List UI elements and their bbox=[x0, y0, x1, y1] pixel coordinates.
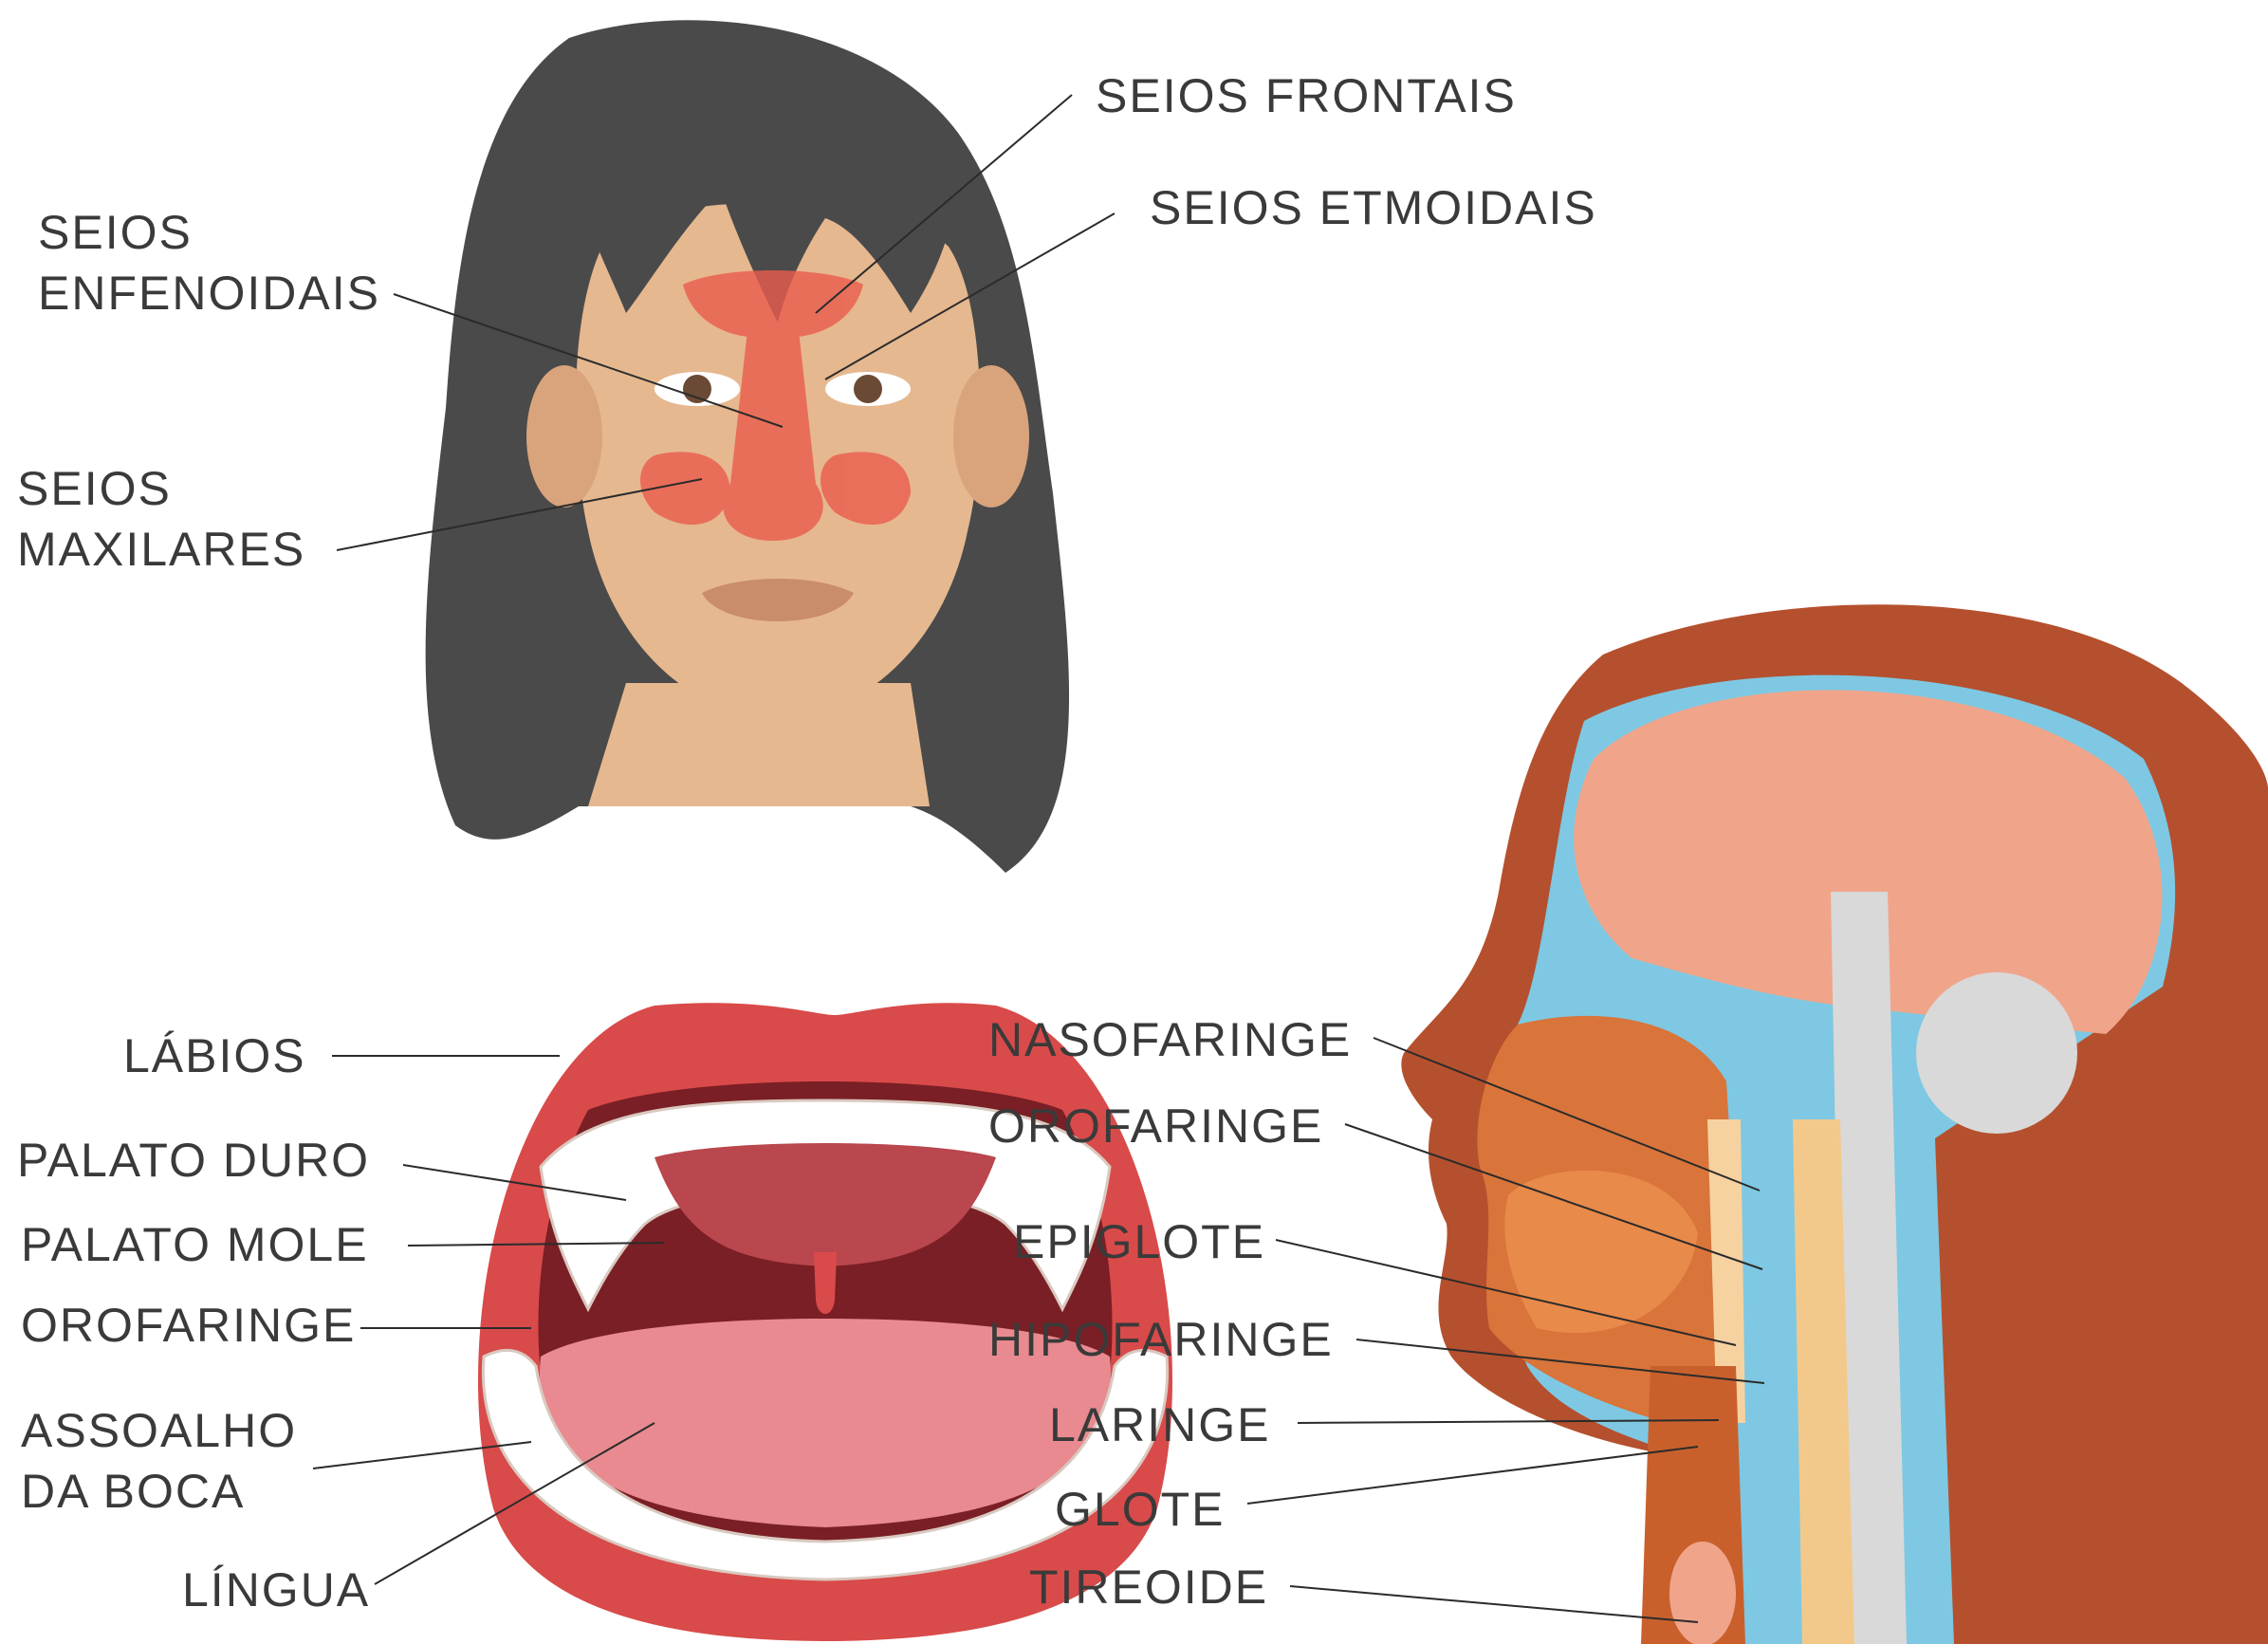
face-illustration bbox=[426, 20, 1069, 873]
thyroid bbox=[1669, 1542, 1736, 1644]
leader-thyroid bbox=[1290, 1586, 1698, 1622]
label-oropharynx-head: OROFARINGE bbox=[988, 1099, 1323, 1153]
leader-glottis bbox=[1247, 1447, 1698, 1504]
label-hard-palate: PALATO DURO bbox=[17, 1134, 370, 1187]
label-tongue: LÍNGUA bbox=[182, 1563, 370, 1616]
label-soft-palate: PALATO MOLE bbox=[21, 1218, 369, 1271]
label-nasopharynx: NASOFARINGE bbox=[988, 1013, 1352, 1066]
label-epiglottis: EPIGLOTE bbox=[1013, 1215, 1265, 1268]
cerebellum bbox=[1916, 972, 2077, 1134]
label-frontal-sinus: SEIOS FRONTAIS bbox=[1096, 69, 1517, 122]
uvula bbox=[814, 1252, 837, 1314]
label-lips: LÁBIOS bbox=[123, 1029, 306, 1082]
label-hypopharynx: HIPOFARINGE bbox=[988, 1313, 1334, 1366]
left-ear bbox=[526, 365, 602, 508]
label-thyroid: TIREOIDE bbox=[1029, 1561, 1268, 1614]
label-floor-line2: DA BOCA bbox=[21, 1465, 245, 1518]
label-maxillary-sinus-line1: SEIOS bbox=[17, 462, 172, 515]
label-maxillary-sinus-line2: MAXILARES bbox=[17, 523, 305, 576]
label-floor-line1: ASSOALHO bbox=[21, 1404, 297, 1457]
label-ethmoid-sinus: SEIOS ETMOIDAIS bbox=[1150, 181, 1597, 234]
label-sphenoid-sinus-line2: ENFENOIDAIS bbox=[38, 267, 380, 320]
left-iris bbox=[683, 375, 711, 403]
label-oropharynx-mouth: OROFARINGE bbox=[21, 1299, 356, 1352]
right-iris bbox=[854, 375, 882, 403]
right-ear bbox=[953, 365, 1029, 508]
label-larynx: LARINGE bbox=[1049, 1398, 1271, 1451]
label-sphenoid-sinus-line1: SEIOS bbox=[38, 206, 193, 259]
label-glottis: GLOTE bbox=[1055, 1483, 1225, 1536]
head-section-illustration bbox=[1401, 604, 2268, 1644]
